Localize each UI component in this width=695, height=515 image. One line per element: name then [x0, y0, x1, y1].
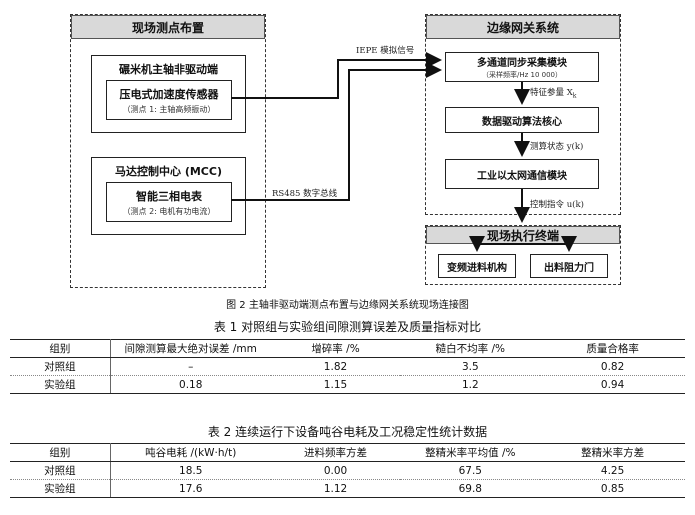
table-row: 实验组 17.6 1.12 69.8 0.85	[10, 479, 685, 498]
mcc-group-title: 马达控制中心 (MCC)	[115, 165, 222, 178]
table-row: 对照组 18.5 0.00 67.5 4.25	[10, 461, 685, 480]
table1-header-cell: 质量合格率	[540, 339, 685, 358]
table1-header-cell: 增碎率 /%	[270, 339, 401, 358]
ethernet-module-label: 工业以太网通信模块	[477, 170, 567, 182]
power-meter-note: （测点 2: 电机有功电流）	[122, 206, 216, 216]
figure-caption: 图 2 主轴非驱动端测点布置与边缘网关系统现场连接图	[226, 300, 469, 311]
table2-cell: 69.8	[400, 479, 541, 498]
table1-cell: 0.18	[110, 375, 271, 394]
terminal-branch-left	[469, 236, 522, 252]
table1-cell: 3.5	[400, 357, 541, 376]
power-meter-box: 智能三相电表 （测点 2: 电机有功电流）	[106, 182, 232, 222]
table1-title: 表 1 对照组与实验组间隙测算误差及质量指标对比	[213, 320, 482, 334]
rs485-bus-label: RS485 数字总线	[272, 189, 338, 199]
table1-cell: 对照组	[10, 357, 111, 376]
spindle-group-box: 碾米机主轴非驱动端 压电式加速度传感器 （测点 1: 主轴高频振动）	[91, 55, 246, 133]
table2-header-cell: 整精米率平均值 /%	[400, 443, 541, 462]
table2-header-cell: 组别	[10, 443, 111, 462]
field-sensor-panel-title: 现场测点布置	[71, 15, 265, 39]
table1-header-cell: 间隙测算最大绝对误差 /mm	[110, 339, 271, 358]
state-label: 测算状态 y(k)	[530, 142, 584, 152]
table1-cell: 1.82	[270, 357, 401, 376]
edge-gateway-panel-title: 边缘网关系统	[426, 15, 620, 39]
table1-header-row: 组别 间隙测算最大绝对误差 /mm 增碎率 /% 糙白不均率 /% 质量合格率	[10, 339, 685, 358]
table2-header-row: 组别 吨谷电耗 /(kW·h/t) 进料频率方差 整精米率平均值 /% 整精米率…	[10, 443, 685, 462]
accelerometer-label: 压电式加速度传感器	[119, 87, 219, 101]
power-meter-label: 智能三相电表	[136, 189, 202, 203]
table1-cell: 1.2	[400, 375, 541, 394]
terminal-feed-label: 变频进料机构	[447, 262, 507, 274]
terminal-gate-label: 出料阻力门	[544, 262, 594, 274]
terminal-branch-right	[522, 236, 577, 252]
table2-title: 表 2 连续运行下设备吨谷电耗及工况稳定性统计数据	[207, 425, 488, 439]
rs485-bus-line	[231, 62, 442, 201]
acquisition-module-note: （采样频率/Hz 10 000）	[481, 71, 562, 79]
table-row: 对照组 – 1.82 3.5 0.82	[10, 357, 685, 376]
table2-cell: 0.85	[540, 479, 685, 498]
terminal-feed-mechanism: 变频进料机构	[438, 254, 516, 278]
table1-header-cell: 糙白不均率 /%	[400, 339, 541, 358]
acquisition-module: 多通道同步采集模块 （采样频率/Hz 10 000）	[445, 52, 599, 82]
table2-cell: 18.5	[110, 461, 271, 480]
feature-label: 特征参量 Xk	[530, 86, 576, 100]
table2: 组别 吨谷电耗 /(kW·h/t) 进料频率方差 整精米率平均值 /% 整精米率…	[10, 443, 685, 498]
table1-cell: 0.94	[540, 375, 685, 394]
table2-cell: 对照组	[10, 461, 111, 480]
table1: 组别 间隙测算最大绝对误差 /mm 增碎率 /% 糙白不均率 /% 质量合格率 …	[10, 339, 685, 394]
ethernet-module: 工业以太网通信模块	[445, 159, 599, 189]
table1-cell: 实验组	[10, 375, 111, 394]
connection-arrows	[231, 52, 577, 252]
table1-cell: 1.15	[270, 375, 401, 394]
algorithm-core-module: 数据驱动算法核心	[445, 107, 599, 133]
table2-cell: 17.6	[110, 479, 271, 498]
feature-label-text: 特征参量 X	[530, 88, 573, 98]
algorithm-core-label: 数据驱动算法核心	[482, 116, 562, 128]
accelerometer-note: （测点 1: 主轴高频振动）	[122, 104, 216, 114]
table2-header-cell: 吨谷电耗 /(kW·h/t)	[110, 443, 271, 462]
table1-header-cell: 组别	[10, 339, 111, 358]
iepe-signal-line	[231, 52, 442, 99]
spindle-group-title: 碾米机主轴非驱动端	[119, 63, 218, 76]
table2-cell: 0.00	[270, 461, 401, 480]
table2-cell: 67.5	[400, 461, 541, 480]
accelerometer-box: 压电式加速度传感器 （测点 1: 主轴高频振动）	[106, 80, 232, 120]
feature-label-subscript: k	[572, 92, 577, 100]
table1-cell: 0.82	[540, 357, 685, 376]
iepe-signal-label: IEPE 模拟信号	[356, 46, 415, 56]
terminal-discharge-gate: 出料阻力门	[530, 254, 608, 278]
table2-cell: 实验组	[10, 479, 111, 498]
acquisition-module-label: 多通道同步采集模块	[477, 58, 567, 69]
table2-header-cell: 整精米率方差	[540, 443, 685, 462]
table1-cell: –	[110, 357, 271, 376]
mcc-group-box: 马达控制中心 (MCC) 智能三相电表 （测点 2: 电机有功电流）	[91, 157, 246, 235]
table2-header-cell: 进料频率方差	[270, 443, 401, 462]
table-row: 实验组 0.18 1.15 1.2 0.94	[10, 375, 685, 394]
table2-cell: 4.25	[540, 461, 685, 480]
control-label: 控制指令 u(k)	[530, 200, 584, 210]
table2-cell: 1.12	[270, 479, 401, 498]
